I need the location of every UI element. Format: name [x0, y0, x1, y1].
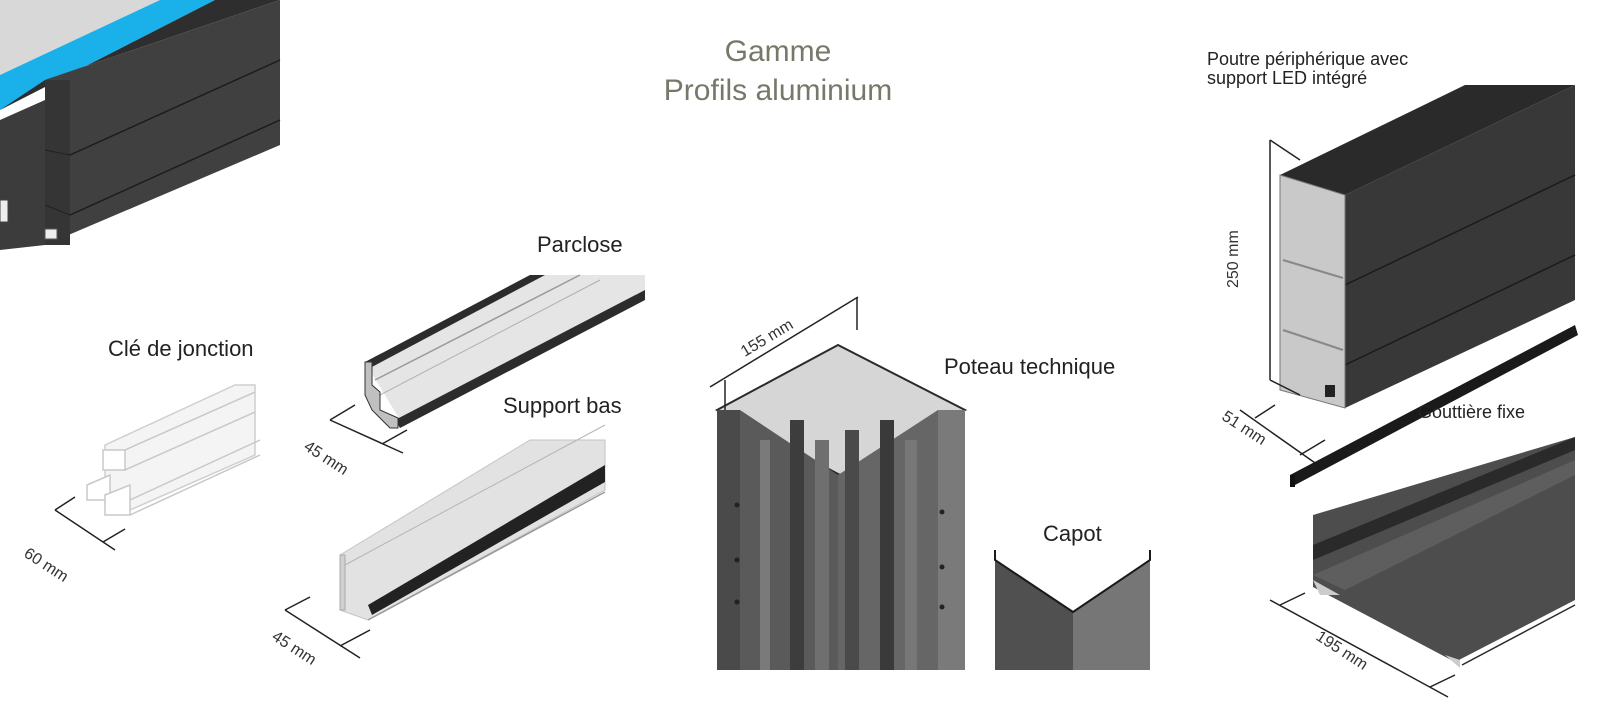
poutre-peripherique-label-line1: Poutre périphérique avec — [1207, 49, 1409, 69]
capot-label: Capot — [1043, 521, 1102, 546]
capot-illustration — [994, 550, 1151, 670]
gouttiere-fixe-label: Gouttière fixe — [1418, 402, 1526, 422]
assembly-illustration — [0, 0, 281, 250]
poutre-peripherique-label-line2: support LED intégré — [1207, 68, 1368, 88]
poutre-peripherique-illustration — [1239, 85, 1578, 487]
poteau-technique-illustration — [709, 296, 968, 670]
support-bas-illustration — [284, 424, 606, 659]
parclose-illustration — [329, 274, 645, 454]
cle-de-jonction-label: Clé de jonction — [108, 336, 254, 361]
poutre-peripherique-height-dimension: 250 mm — [1225, 230, 1242, 288]
gouttiere-fixe-illustration — [1269, 437, 1576, 698]
cle-de-jonction-illustration — [54, 384, 261, 551]
page-title-line2: Profils aluminium — [663, 74, 893, 107]
support-bas-label: Support bas — [503, 393, 622, 418]
poteau-technique-label: Poteau technique — [944, 354, 1116, 379]
page-title-line1: Gamme — [724, 35, 832, 68]
parclose-label: Parclose — [537, 232, 623, 257]
